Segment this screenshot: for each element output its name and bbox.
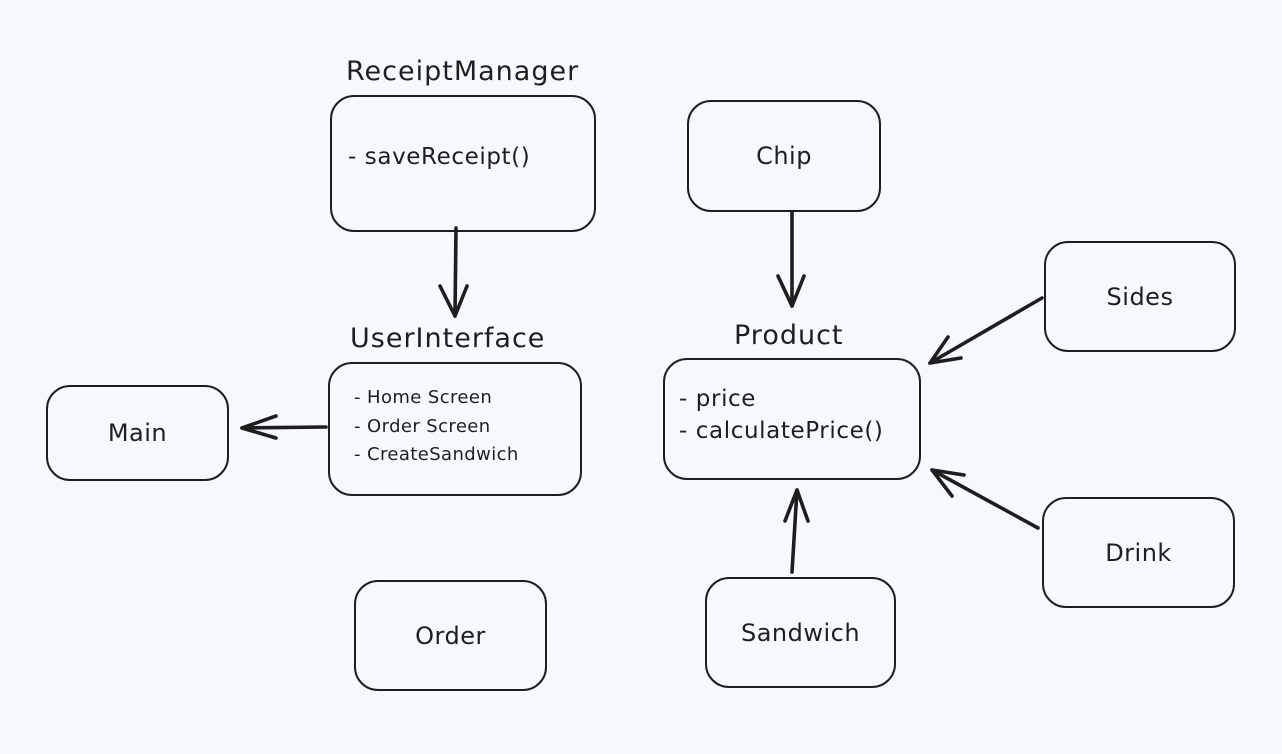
userinterface-members: - Home Screen - Order Screen - CreateSan…: [354, 384, 519, 470]
edge-receiptmanager-to-userinterface: [438, 226, 469, 318]
sandwich-box[interactable]: Sandwich: [705, 577, 896, 688]
userinterface-title: UserInterface: [350, 323, 546, 354]
userinterface-member: - Home Screen: [354, 387, 493, 408]
product-box[interactable]: - price - calculatePrice(): [663, 358, 921, 480]
main-label: Main: [107, 419, 168, 447]
receiptmanager-box[interactable]: - saveReceipt(): [330, 95, 596, 232]
chip-label: Chip: [756, 142, 812, 170]
order-box[interactable]: Order: [354, 580, 547, 691]
sandwich-label: Sandwich: [740, 618, 861, 647]
edge-chip-to-product: [776, 210, 806, 308]
chip-box[interactable]: Chip: [687, 100, 881, 212]
edge-userinterface-to-main: [240, 414, 328, 440]
product-member: - calculatePrice(): [679, 418, 884, 444]
receiptmanager-members: - saveReceipt(): [348, 141, 530, 173]
receiptmanager-title: ReceiptManager: [346, 56, 580, 87]
main-box[interactable]: Main: [46, 385, 229, 481]
edge-sides-to-product: [928, 296, 1044, 365]
drink-box[interactable]: Drink: [1042, 497, 1235, 608]
product-title: Product: [734, 320, 844, 351]
drink-label: Drink: [1105, 538, 1172, 567]
receiptmanager-member: - saveReceipt(): [348, 144, 531, 170]
userinterface-member: - Order Screen: [354, 415, 491, 437]
userinterface-member: - CreateSandwich: [354, 444, 519, 465]
order-label: Order: [415, 621, 486, 650]
edge-sandwich-to-product: [783, 488, 810, 574]
sides-box[interactable]: Sides: [1044, 241, 1236, 352]
product-members: - price - calculatePrice(): [679, 383, 883, 447]
product-member: - price: [679, 386, 757, 412]
edge-drink-to-product: [930, 468, 1040, 530]
userinterface-box[interactable]: - Home Screen - Order Screen - CreateSan…: [328, 362, 582, 496]
sides-label: Sides: [1106, 282, 1174, 311]
